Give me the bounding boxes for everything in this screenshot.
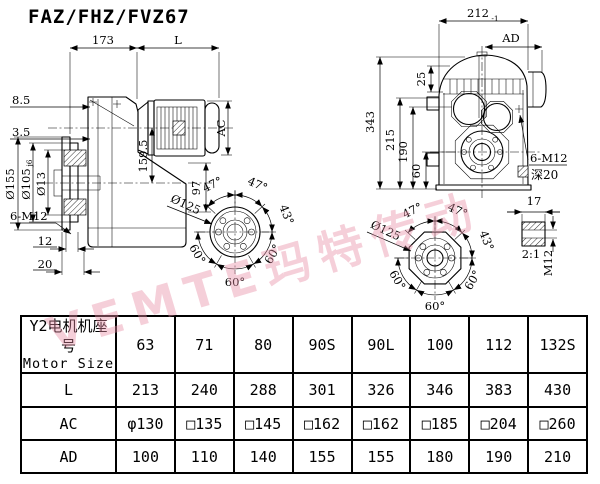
table-row-L: L 213 240 288 301 326 346 383 430: [20, 372, 588, 409]
side-view: 173 L AC 8.5 3.5 Ø155 Ø105 j6: [3, 33, 234, 275]
dim-flange-od: Ø155: [3, 168, 17, 199]
table-cell: □135: [173, 406, 235, 442]
table-cell: 210: [527, 439, 588, 475]
note-6-m12-right: 6-M12: [530, 151, 568, 165]
table-cell: 383: [468, 372, 530, 409]
dim-L: L: [174, 33, 182, 47]
motor-size-column: 90S: [291, 314, 353, 375]
motor-size-column: 71: [173, 314, 235, 375]
table-row-AC: AC φ130 □135 □145 □162 □162 □185 □204 □2…: [20, 406, 588, 442]
table-cell: 240: [173, 372, 235, 409]
dim-AD: AD: [501, 31, 520, 45]
dim-173: 173: [92, 33, 114, 47]
dim-spigot: Ø105: [19, 168, 33, 199]
dim-343: 343: [363, 111, 377, 133]
dim-8-5: 8.5: [12, 93, 30, 107]
gear-housing: [87, 96, 187, 248]
table-cell: 213: [115, 372, 176, 409]
dim-212-tol: -1: [491, 14, 498, 23]
motor-size-column: 132S: [527, 314, 588, 375]
table-header-cell: Y2电机机座号 Motor Size: [20, 314, 117, 375]
table-cell: 155: [350, 439, 412, 475]
table-row-AD: AD 100 110 140 155 155 180 190 210: [20, 439, 588, 475]
dim-bolt-circle-right: Ø125: [369, 217, 403, 243]
angle-label: 60°: [261, 242, 283, 267]
table-cell: □204: [468, 406, 530, 442]
table-cell: □162: [291, 406, 353, 442]
angle-label: 60°: [461, 268, 483, 293]
angle-label: 60°: [425, 299, 445, 313]
dim-20: 20: [38, 257, 53, 271]
dim-M12: M12: [541, 250, 555, 276]
dim-3-5: 3.5: [12, 125, 30, 139]
angle-label: 43°: [277, 203, 297, 227]
table-cell: 110: [173, 439, 235, 475]
dim-12: 12: [38, 234, 53, 248]
dim-97: 97: [189, 181, 203, 196]
angle-label: 60°: [186, 242, 208, 267]
table-row-header: Y2电机机座号 Motor Size 63 71 80 90S 90L 100 …: [20, 314, 588, 375]
row-label: AD: [20, 439, 117, 475]
table-cell: □162: [350, 406, 412, 442]
dim-spigot-fit: j6: [25, 159, 34, 167]
row-label: AC: [20, 406, 117, 442]
angle-label: 47°: [445, 200, 469, 221]
motor: [137, 99, 220, 157]
angle-label: 47°: [245, 174, 269, 195]
note-depth-20: 深20: [531, 168, 558, 182]
dim-215: 215: [383, 129, 397, 151]
table-cell: 100: [115, 439, 176, 475]
table-cell: 346: [409, 372, 471, 409]
table-cell: 180: [409, 439, 471, 475]
angle-label: 60°: [225, 275, 245, 289]
angle-label: 60°: [386, 268, 408, 293]
page-title: FAZ/FHZ/FVZ67: [28, 6, 190, 28]
table-cell: 140: [232, 439, 294, 475]
dim-212: 212: [467, 6, 489, 20]
dimension-table: Y2电机机座号 Motor Size 63 71 80 90S 90L 100 …: [20, 314, 588, 475]
dim-60: 60: [409, 164, 423, 179]
key-detail: 17 M12 2:1: [507, 194, 560, 276]
front-view: 212 -1 AD 343 215 190 60 25: [363, 6, 568, 198]
note-6-m12-left: 6-M12: [10, 209, 48, 223]
dim-bolt-hole: Ø13: [34, 172, 48, 196]
dim-159-5: 159.5: [136, 140, 150, 173]
table-cell: 430: [527, 372, 588, 409]
motor-size-column: 63: [115, 314, 176, 375]
table-header-cn: Y2电机机座号: [29, 317, 108, 355]
dim-AC: AC: [214, 119, 228, 137]
angle-label: 47°: [400, 200, 424, 222]
technical-drawing: 173 L AC 8.5 3.5 Ø155 Ø105 j6: [3, 6, 568, 313]
angle-label: 47°: [200, 174, 224, 196]
motor-size-column: 80: [232, 314, 294, 375]
dim-25: 25: [414, 72, 428, 87]
table-cell: □145: [232, 406, 294, 442]
table-cell: 190: [468, 439, 530, 475]
table-cell: □185: [409, 406, 471, 442]
table-cell: φ130: [115, 406, 176, 442]
dim-190: 190: [396, 141, 410, 163]
table-cell: 155: [291, 439, 353, 475]
table-cell: 301: [291, 372, 353, 409]
table-cell: □260: [527, 406, 588, 442]
flange-bolt-circle-right: 47° 47° 43° 60° 60° 60° Ø125: [366, 200, 497, 313]
output-flange: [53, 136, 101, 231]
row-label: L: [20, 372, 117, 409]
dim-17: 17: [527, 194, 542, 208]
table-header-en: Motor Size: [22, 356, 115, 372]
table-cell: 288: [232, 372, 294, 409]
table-cell: 326: [350, 372, 412, 409]
motor-size-column: 100: [409, 314, 471, 375]
angle-label: 43°: [477, 229, 497, 253]
motor-size-column: 90L: [350, 314, 412, 375]
motor-size-column: 112: [468, 314, 530, 375]
detail-scale: 2:1: [522, 247, 541, 261]
